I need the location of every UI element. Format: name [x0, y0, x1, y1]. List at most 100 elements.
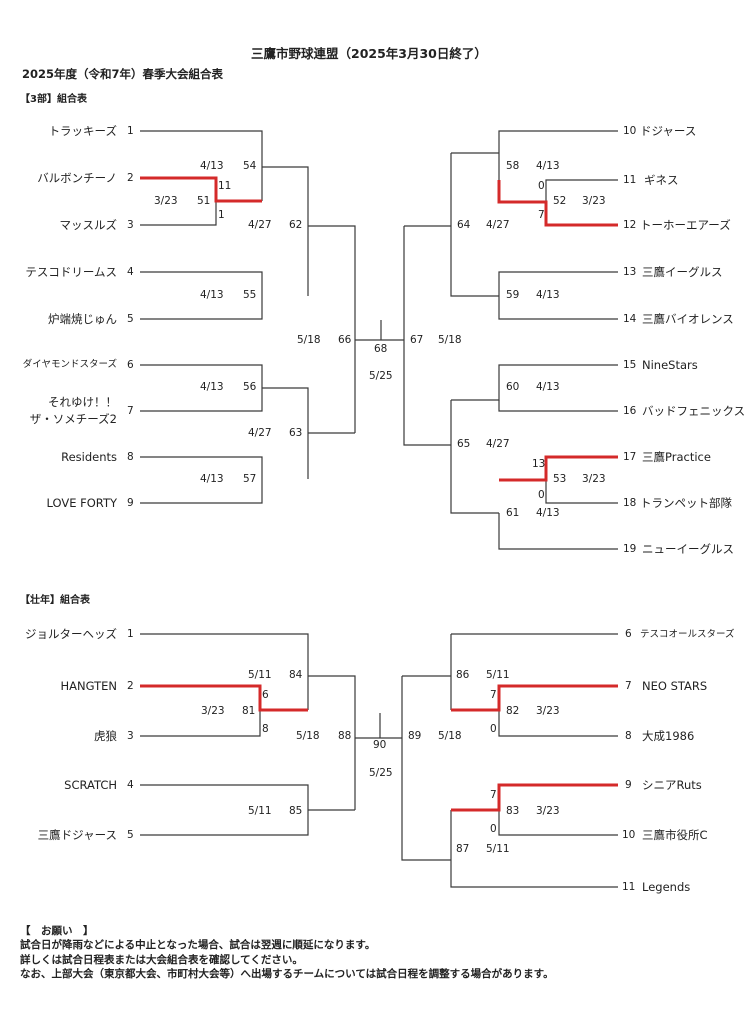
game-date: 5/18 [296, 730, 320, 742]
team-number: 9 [625, 779, 632, 791]
game-number: 66 [338, 334, 352, 346]
game-score: 1 [218, 209, 225, 221]
game-number: 85 [289, 805, 303, 817]
game-date: 4/13 [200, 473, 224, 485]
game-date: 4/27 [486, 219, 510, 231]
game-score: 7 [490, 689, 497, 701]
game-number: 87 [456, 843, 470, 855]
game-date: 4/13 [536, 381, 560, 393]
team-number: 17 [623, 451, 637, 463]
notes-line: 試合日が降雨などによる中止となった場合、試合は翌週に順延になります。 [20, 939, 376, 951]
game-date: 4/13 [536, 160, 560, 172]
team-name: ニューイーグルス [642, 542, 734, 556]
team-name: それゆけ！！ [48, 395, 117, 409]
team-number: 15 [623, 359, 637, 371]
final-game-date: 5/25 [369, 370, 393, 382]
masters-label: 【壮年】組合表 [20, 595, 90, 606]
team-name: トーホーエアーズ [640, 218, 731, 232]
final-game-number: 90 [373, 739, 387, 751]
team-number: 6 [127, 359, 134, 371]
team-number: 7 [625, 680, 632, 692]
team-name: LOVE FORTY [46, 496, 117, 510]
game-score: 7 [538, 209, 545, 221]
team-number: 1 [127, 628, 134, 640]
game-score: 13 [532, 458, 546, 470]
game-number: 53 [553, 473, 567, 485]
game-score: 0 [538, 180, 545, 192]
game-number: 56 [243, 381, 257, 393]
team-name: トランペット部隊 [640, 496, 732, 510]
game-number: 63 [289, 427, 303, 439]
game-number: 52 [553, 195, 567, 207]
team-name: Legends [642, 880, 691, 894]
page-subtitle: 2025年度（令和7年）春季大会組合表 [22, 67, 224, 81]
game-date: 4/27 [486, 438, 510, 450]
game-date: 5/11 [248, 805, 272, 817]
game-number: 86 [456, 669, 470, 681]
team-name: ドジャース [640, 124, 697, 138]
game-number: 61 [506, 507, 520, 519]
game-number: 58 [506, 160, 520, 172]
team-name: シニアRuts [642, 778, 702, 792]
team-number: 4 [127, 266, 134, 278]
game-date: 4/27 [248, 219, 272, 231]
team-name: バルボンチーノ [37, 171, 117, 185]
game-date: 4/13 [536, 507, 560, 519]
game-date: 5/11 [248, 669, 272, 681]
team-number: 8 [127, 451, 134, 463]
team-name: 三鷹市役所C [642, 828, 708, 842]
game-date: 4/13 [200, 289, 224, 301]
team-name-line2: ザ・ソメチーズ2 [29, 412, 117, 426]
game-date: 5/18 [297, 334, 321, 346]
game-number: 82 [506, 705, 520, 717]
game-number: 89 [408, 730, 422, 742]
game-date: 3/23 [154, 195, 178, 207]
game-date: 3/23 [536, 705, 560, 717]
team-number: 16 [623, 405, 637, 417]
game-number: 88 [338, 730, 352, 742]
team-name: テスコドリームス [25, 265, 117, 279]
division3-label: 【3部】組合表 [20, 94, 87, 105]
team-name: NineStars [642, 358, 698, 372]
game-score: 0 [538, 489, 545, 501]
game-number: 55 [243, 289, 257, 301]
game-number: 60 [506, 381, 520, 393]
game-number: 83 [506, 805, 520, 817]
game-number: 84 [289, 669, 303, 681]
game-date: 3/23 [201, 705, 225, 717]
team-name: テスコオールスターズ [640, 629, 735, 640]
team-number: 1 [127, 125, 134, 137]
game-date: 4/13 [536, 289, 560, 301]
notes-line: 詳しくは試合日程表または大会組合表を確認してください。 [20, 954, 303, 966]
team-name: バッドフェニックス [642, 404, 746, 418]
final-game-date: 5/25 [369, 767, 393, 779]
game-date: 3/23 [582, 473, 606, 485]
team-name: NEO STARS [642, 679, 708, 693]
team-number: 4 [127, 779, 134, 791]
game-number: 65 [457, 438, 471, 450]
team-number: 10 [622, 829, 636, 841]
team-name: マッスルズ [59, 218, 118, 232]
game-number: 51 [197, 195, 211, 207]
team-number: 3 [127, 219, 134, 231]
game-date: 4/13 [200, 160, 224, 172]
game-number: 54 [243, 160, 257, 172]
game-number: 62 [289, 219, 303, 231]
team-name: ダイヤモンドスターズ [22, 359, 117, 370]
game-score: 6 [262, 689, 269, 701]
game-date: 4/27 [248, 427, 272, 439]
team-number: 7 [127, 405, 134, 417]
game-date: 4/13 [200, 381, 224, 393]
team-number: 9 [127, 497, 134, 509]
team-name: ジョルターヘッズ [25, 627, 117, 641]
team-name: SCRATCH [64, 778, 117, 792]
game-date: 5/18 [438, 730, 462, 742]
notes-line: なお、上部大会（東京都大会、市町村大会等）へ出場するチームについては試合日程を調… [20, 968, 554, 980]
game-score: 0 [490, 823, 497, 835]
team-number: 12 [623, 219, 637, 231]
team-number: 5 [127, 829, 134, 841]
team-number: 8 [625, 730, 632, 742]
team-name: 三鷹バイオレンス [642, 312, 734, 326]
team-name: HANGTEN [60, 679, 117, 693]
